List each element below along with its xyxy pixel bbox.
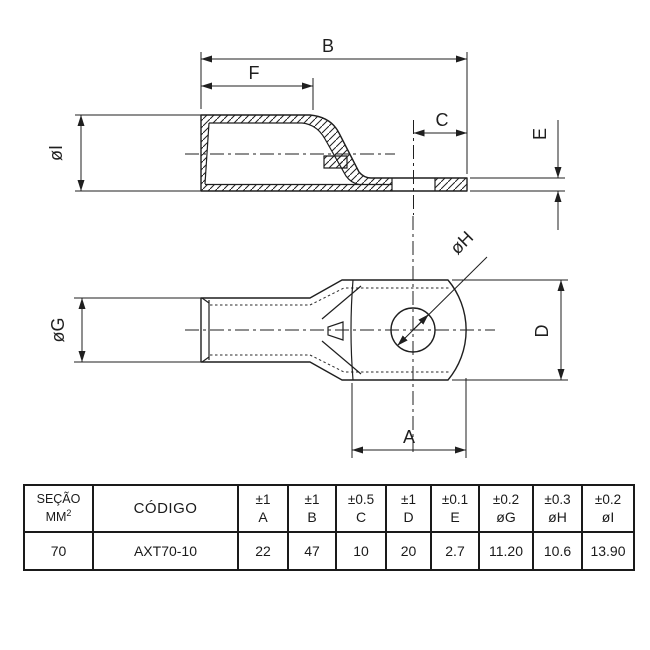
header-codigo: CÓDIGO [92,484,239,533]
side-bottom-wall-hatch [201,184,392,191]
header-dim-og: ±0.2 øG [478,484,534,533]
side-mouth-chamfer [204,122,210,185]
value-oi: 13.90 [581,531,635,571]
side-top-wall-hatch [201,115,371,185]
table-data-row: 70 AXT70-10 22 47 10 20 2.7 11.20 10.6 1… [23,531,635,571]
dimension-d: D [452,279,568,381]
stamp-mark [327,321,344,341]
dim-label-c: C [436,110,449,130]
dim-label-b: B [322,36,334,56]
dim-label-oi: øI [46,145,66,161]
sight-hole-outline [323,155,348,169]
header-dim-e: ±0.1 E [430,484,480,533]
dimension-c: C [413,110,467,137]
side-view: B F C E [46,36,565,230]
table-header-row: SEÇÃO MM2 CÓDIGO ±1 A ±1 B ±0.5 C ±1 [23,484,635,533]
value-a: 22 [237,531,289,571]
sight-hole-hatch [324,156,347,168]
side-mouth-hatch [201,115,209,191]
header-dim-oh: ±0.3 øH [532,484,583,533]
header-dim-c: ±0.5 C [335,484,387,533]
mm-sup: 2 [66,508,72,519]
dim-label-oh: øH [446,227,477,258]
header-dim-oi: ±0.2 øI [581,484,635,533]
value-b: 47 [287,531,337,571]
value-c: 10 [335,531,387,571]
header-dim-d: ±1 D [385,484,432,533]
dim-label-og: øG [48,318,68,343]
side-top-wall-inner [209,122,360,186]
bore-hidden-bottom [210,354,450,373]
value-section: 70 [23,531,94,571]
plan-outline [200,279,467,381]
header-dim-a: ±1 A [237,484,289,533]
lug-drawing: B F C E [46,36,568,458]
side-palm-tip-hatch [435,178,467,191]
dimension-og: øG [48,297,201,363]
plan-view: øH øG D A [48,216,568,458]
header-section: SEÇÃO MM2 [23,484,94,533]
chevron-bottom [321,340,362,375]
side-transition-hatch [359,178,392,185]
dimension-b: B [200,36,468,174]
value-codigo: AXT70-10 [92,531,239,571]
dim-label-f: F [249,63,260,83]
dimension-oh: øH [397,227,488,346]
side-outline [200,114,468,192]
value-e: 2.7 [430,531,480,571]
chevron-top [321,285,362,320]
dimension-oi: øI [46,114,201,192]
barrel-chamfer-top [201,297,210,304]
dim-label-a: A [403,427,415,447]
palm-left-arc [350,279,354,381]
barrel-chamfer-bottom [201,356,210,363]
dimension-f: F [201,63,314,110]
mm-label: MM [45,510,67,525]
value-oh: 10.6 [532,531,583,571]
header-dim-b: ±1 B [287,484,337,533]
dim-label-d: D [532,325,552,338]
dim-label-e: E [530,128,550,140]
value-og: 11.20 [478,531,534,571]
bore-hidden-top [210,287,450,306]
dimension-table: SEÇÃO MM2 CÓDIGO ±1 A ±1 B ±0.5 C ±1 [23,484,635,571]
section-label: SEÇÃO [36,491,81,506]
dimension-a: A [351,378,467,458]
value-d: 20 [385,531,432,571]
dimension-e: E [470,120,565,230]
